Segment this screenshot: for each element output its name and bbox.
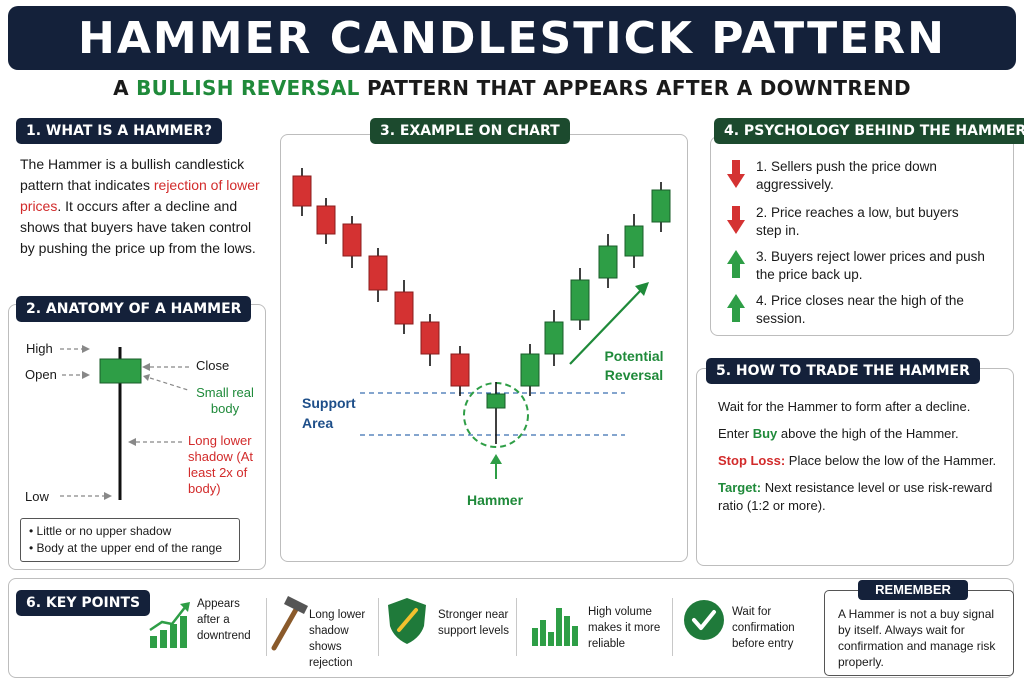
label-high: High: [26, 341, 53, 356]
key-point-divider: [266, 598, 267, 656]
anatomy-bullets: Little or no upper shadow Body at the up…: [20, 518, 240, 562]
arrow-up-icon: [727, 294, 745, 322]
support-area-label: Support Area: [302, 395, 356, 431]
trade-step-3: Stop Loss: Place below the low of the Ha…: [718, 452, 1008, 470]
section1-text: The Hammer is a bullish candlestick patt…: [20, 154, 260, 259]
key-point: Stronger near support levels: [438, 609, 509, 637]
bearish-candle: [368, 255, 388, 291]
bearish-candle: [292, 175, 312, 207]
bullish-candle: [624, 225, 644, 257]
key-point: Appears after a downtrend: [197, 598, 251, 642]
trade-step-4: Target: Next resistance level or use ris…: [718, 479, 1008, 515]
hammer-pointer-head: [490, 454, 502, 464]
psychology-item: 4. Price closes near the high of the ses…: [726, 292, 986, 328]
anatomy-diagram: [60, 345, 190, 500]
trade-step-1: Wait for the Hammer to form after a decl…: [718, 399, 971, 414]
hammer-label: Hammer: [467, 492, 524, 508]
psychology-text: 4. Price closes near the high of the ses…: [756, 293, 964, 326]
trade-step-4-b: Next resistance level or use risk-reward…: [718, 480, 993, 513]
reversal-arrow-head: [635, 282, 649, 296]
section1-text-highlight: rejection of lower prices: [20, 177, 260, 214]
subtitle-part1: A: [113, 76, 137, 100]
volume-bars-icon: [532, 608, 578, 646]
label-close: Close: [196, 358, 230, 373]
section2-header: 2. ANATOMY OF A HAMMER: [16, 296, 252, 322]
trade-step-3-stop: Stop Loss:: [718, 453, 786, 468]
close-arrowhead: [142, 363, 150, 371]
uptrend-chart-icon: [149, 602, 190, 648]
bearish-candle: [394, 291, 414, 325]
anatomy-bullet: Body at the upper end of the range: [29, 540, 231, 557]
low-arrowhead: [104, 492, 112, 500]
arrow-down-icon: [727, 206, 745, 234]
chart-candles: [292, 168, 671, 444]
section6-header: 6. KEY POINTS: [16, 590, 151, 616]
shield-icon: [388, 598, 426, 644]
chart-panel: [280, 134, 688, 562]
psychology-item: 2. Price reaches a low, but buyers step …: [726, 204, 986, 240]
psychology-text: 2. Price reaches a low, but buyers step …: [756, 205, 959, 238]
label-open: Open: [25, 367, 57, 382]
shadow-arrowhead: [128, 438, 136, 446]
checkmark-icon: [684, 600, 724, 640]
example-chart: [292, 168, 671, 479]
key-point: Long lower shadow shows rejection: [309, 609, 366, 669]
anatomy-bullet: Little or no upper shadow: [29, 523, 231, 540]
psychology-panel: [710, 136, 1014, 336]
trade-panel: [696, 368, 1014, 566]
key-point-divider: [378, 598, 379, 656]
key-point: High volume makes it more reliable: [588, 606, 661, 650]
bullish-candle: [520, 353, 540, 387]
key-point: Wait for confirmation before entry: [732, 606, 795, 650]
subtitle-highlight: BULLISH REVERSAL: [136, 76, 360, 100]
hammer-tool-icon: [271, 596, 308, 651]
bullish-candle: [651, 189, 671, 223]
body-arrowhead: [143, 374, 150, 381]
title-bar: HAMMER CANDLESTICK PATTERN: [8, 6, 1016, 70]
reversal-arrow-line: [569, 288, 643, 365]
anatomy-body: [99, 358, 142, 384]
bearish-candle: [420, 321, 440, 355]
remember-header: REMEMBER: [858, 580, 968, 600]
section4-header: 4. PSYCHOLOGY BEHIND THE HAMMER: [714, 118, 1024, 144]
potential-reversal-label: Potential Reversal: [604, 348, 664, 383]
bullish-candle: [544, 321, 564, 355]
bullish-candle: [570, 279, 590, 321]
page-subtitle: A BULLISH REVERSAL PATTERN THAT APPEARS …: [0, 76, 1024, 100]
subtitle-part2: PATTERN THAT APPEARS AFTER A DOWNTREND: [359, 76, 911, 100]
bullish-candle: [598, 245, 618, 279]
label-low: Low: [25, 489, 49, 504]
trade-step-3-b: Place below the low of the Hammer.: [785, 453, 997, 468]
arrow-down-icon: [727, 160, 745, 188]
bearish-candle: [316, 205, 336, 235]
open-arrowhead: [82, 371, 90, 379]
section1-text-b: . It occurs after a decline and shows th…: [20, 198, 256, 256]
trade-step-2-a: Enter: [718, 426, 753, 441]
section1-text-a: The Hammer is a bullish candlestick patt…: [20, 156, 245, 193]
high-arrowhead: [82, 345, 90, 353]
label-small-body: Small real body: [196, 385, 254, 416]
section3-header: 3. EXAMPLE ON CHART: [370, 118, 570, 144]
bullish-candle: [486, 393, 506, 409]
label-long-shadow: Long lower shadow (At least 2x of body): [188, 433, 254, 496]
key-point-divider: [672, 598, 673, 656]
section1-header: 1. WHAT IS A HAMMER?: [16, 118, 223, 144]
psychology-item: 1. Sellers push the price down aggressiv…: [726, 158, 986, 194]
remember-text: A Hammer is not a buy signal by itself. …: [838, 607, 996, 669]
key-point-divider: [516, 598, 517, 656]
page-title: HAMMER CANDLESTICK PATTERN: [78, 12, 946, 64]
section5-header: 5. HOW TO TRADE THE HAMMER: [706, 358, 980, 384]
bearish-candle: [342, 223, 362, 257]
bearish-candle: [450, 353, 470, 387]
trade-step-2-c: above the high of the Hammer.: [777, 426, 959, 441]
body-arrow-line: [149, 377, 189, 391]
psychology-text: 3. Buyers reject lower prices and push t…: [756, 249, 985, 282]
trade-step-4-target: Target:: [718, 480, 762, 495]
trade-step-2: Enter Buy above the high of the Hammer.: [718, 425, 1008, 443]
arrow-up-icon: [727, 250, 745, 278]
trade-step-2-buy: Buy: [752, 426, 778, 441]
psychology-item: 3. Buyers reject lower prices and push t…: [726, 248, 986, 284]
psychology-text: 1. Sellers push the price down aggressiv…: [756, 159, 937, 192]
